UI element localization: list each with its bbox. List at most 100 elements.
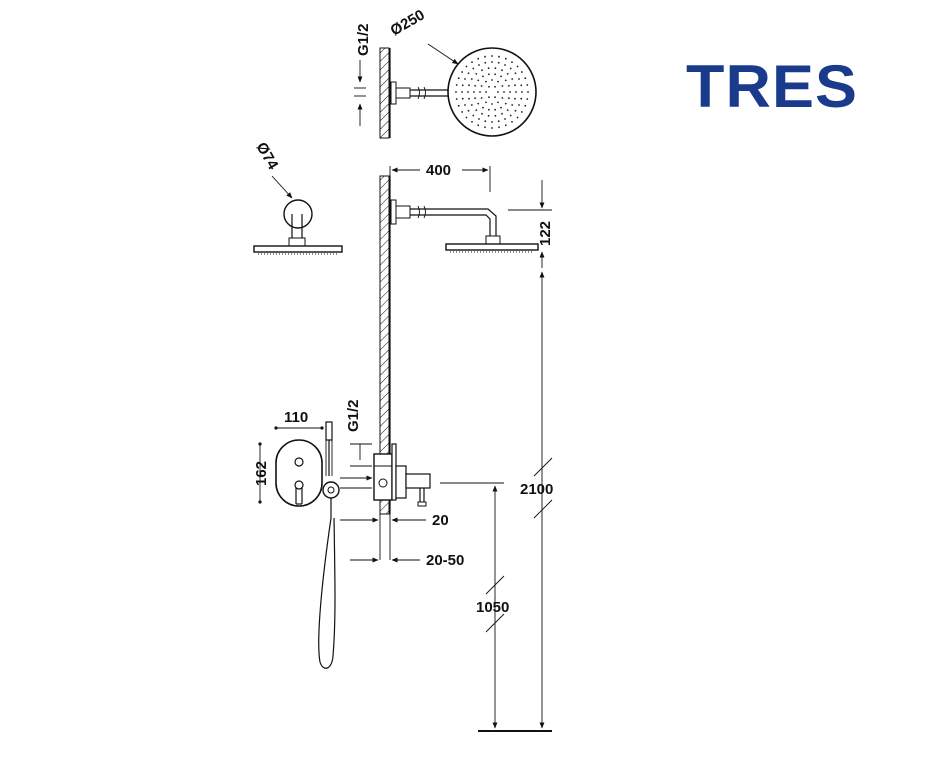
nozzle-dot [494, 96, 496, 99]
nozzle-dot [509, 91, 511, 93]
valve-height-label: 1050 [476, 599, 509, 616]
nozzle-dot [498, 126, 500, 129]
nozzle-dot [461, 111, 463, 113]
nozzle-dot [487, 67, 490, 70]
nozzle-dot [487, 114, 490, 117]
nozzle-dot [501, 97, 504, 99]
nozzle-dot [481, 112, 483, 115]
nozzle-dot [508, 97, 510, 100]
nozzle-dot [455, 84, 458, 86]
nozzle-dot [484, 61, 487, 64]
nozzle-dot [504, 102, 507, 105]
nozzle-dot [503, 91, 505, 93]
nozzle-dot [494, 114, 497, 117]
flange-circle [283, 199, 313, 229]
nozzle-dot [468, 84, 470, 87]
nozzle-dot [491, 61, 493, 63]
nozzle-dot [494, 73, 496, 76]
nozzle-dot [479, 91, 481, 93]
nozzle-dot [465, 116, 468, 119]
nozzle-dot [484, 120, 487, 123]
nozzle-dot [473, 91, 475, 93]
nozzle-dot [506, 73, 509, 75]
cover-plate [275, 439, 323, 507]
nozzle-dot [464, 104, 466, 106]
head-drop-label: 122 [537, 221, 554, 246]
shower-head-side [445, 243, 539, 251]
plate-width-label: 110 [284, 409, 308, 426]
nozzle-dot [485, 91, 487, 93]
nozzle-dot [478, 64, 480, 66]
nozzle-dot [521, 71, 523, 73]
nozzle-dot [500, 75, 502, 78]
nozzle-dot [526, 84, 529, 86]
nozzle-dot [468, 97, 470, 100]
nozzle-dot [467, 72, 470, 75]
nozzle-dot [524, 104, 527, 107]
nozzle-dot [501, 85, 504, 87]
nozzle-dot [491, 103, 493, 105]
nozzle-pattern [455, 55, 529, 129]
nozzle-dot [497, 101, 499, 104]
wall-section-top [379, 47, 390, 139]
nozzle-dot [467, 109, 470, 112]
nozzle-dot [464, 78, 466, 80]
nozzle-dot [457, 77, 460, 80]
nozzle-dot [491, 121, 493, 123]
nozzle-dot [484, 55, 486, 58]
nozzle-dot [508, 84, 510, 87]
nozzle-dot [472, 67, 475, 70]
nozzle-dot [478, 118, 480, 120]
nozzle-dot [494, 67, 497, 70]
diverter-knob [294, 457, 304, 467]
nozzle-dot [461, 91, 463, 93]
nozzle-dot [477, 57, 480, 60]
nozzle-dot [509, 114, 512, 117]
nozzle-dot [475, 109, 478, 111]
nozzle-dot [518, 78, 520, 80]
wall-offset-label: 20 [432, 512, 449, 529]
nozzle-dot [488, 85, 490, 88]
nozzle-dot [498, 55, 500, 58]
hose [318, 517, 336, 669]
nozzle-dot [461, 71, 463, 73]
nozzle-dot [480, 85, 483, 87]
nozzle-dot [455, 98, 458, 100]
nozzle-dot [480, 97, 483, 99]
nozzle-dot [511, 104, 514, 106]
nozzle-dot [504, 79, 507, 82]
nozzle-dot [500, 106, 502, 109]
nozzle-dot [521, 111, 523, 113]
nozzle-dot [455, 91, 457, 93]
flange-detail-view: Ø74 [253, 140, 343, 255]
nozzle-dot [504, 124, 507, 127]
nozzle-dot [467, 91, 469, 93]
valve-body [373, 453, 393, 501]
nozzle-dot [518, 104, 520, 106]
nozzle-dot [474, 84, 476, 87]
nozzle-dot [471, 61, 473, 63]
nozzle-dot [494, 85, 496, 88]
nozzle-dot [520, 84, 523, 87]
hand-shower [325, 421, 333, 441]
nozzle-dot [482, 75, 484, 78]
top-flange [390, 81, 397, 105]
nozzle-dot [526, 98, 529, 100]
nozzle-dot [475, 73, 478, 75]
nozzle-dot [504, 118, 506, 120]
nozzle-dot [511, 78, 514, 80]
nozzle-dot [485, 101, 487, 104]
nozzle-dot [504, 64, 506, 66]
nozzle-dot [470, 78, 473, 80]
nozzle-dot [524, 77, 527, 80]
nozzle-dot [461, 97, 464, 100]
flange-head-side [253, 245, 343, 253]
recess-depth-label: 20-50 [426, 552, 464, 569]
nozzle-dot [481, 69, 483, 72]
nozzle-dot [521, 91, 523, 93]
wall-section [379, 175, 390, 515]
nozzle-dot [494, 108, 496, 111]
nozzle-dot [509, 67, 512, 70]
nozzle-dot [477, 79, 480, 82]
